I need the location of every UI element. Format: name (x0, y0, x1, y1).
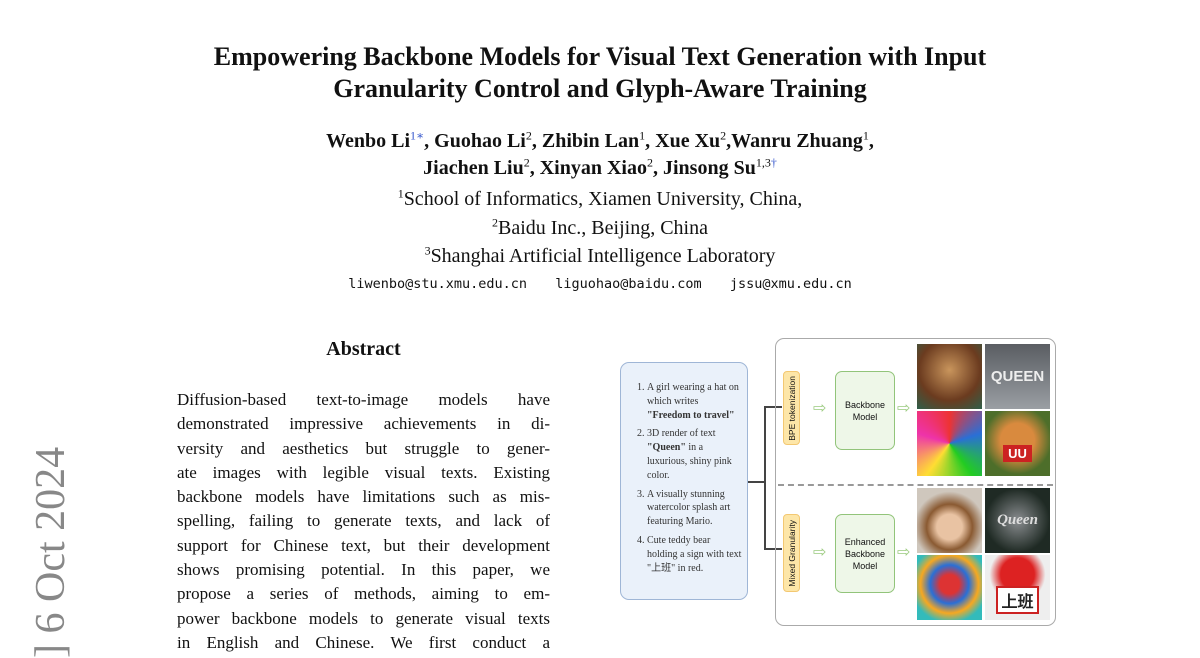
abstract-line: spelling, failing to generate texts, and… (177, 511, 550, 531)
abstract-line: support for Chinese text, but their deve… (177, 535, 550, 555)
enhanced-backbone-model-box: Enhanced Backbone Model (835, 514, 895, 593)
aff-text: Shanghai Artificial Intelligence Laborat… (430, 245, 776, 267)
connector (748, 481, 765, 483)
prompt-item: 3D render of text "Queen" in a luxurious… (647, 427, 743, 482)
divider (778, 484, 1053, 486)
image-mario-enhanced (917, 555, 982, 620)
author-sep: , (868, 130, 874, 152)
arxiv-stamp: ] 6 Oct 2024 (28, 446, 74, 658)
author-sup: 1,3 (755, 155, 771, 170)
image-queen-enhanced: Queen (985, 488, 1050, 553)
prompt-item: A visually stunning watercolor splash ar… (647, 488, 743, 529)
author-sup: 1 (862, 128, 869, 143)
backbone-model-box: Backbone Model (835, 371, 895, 450)
prompt-item: Cute teddy bear holding a sign with text… (647, 534, 743, 575)
author-list: Wenbo Li1∗, Guohao Li2, Zhibin Lan1, Xue… (0, 128, 1200, 182)
abstract-line: shows promising potential. In this paper… (177, 560, 550, 580)
author-sup: 2 (525, 128, 532, 143)
author-sup: 1∗ (410, 128, 425, 143)
box-label: Mixed Granularity (786, 519, 797, 587)
author: Jiachen Liu (423, 157, 524, 179)
abstract-line: in English and Chinese. We first conduct… (177, 632, 550, 652)
author-sup: 2 (720, 128, 727, 143)
abstract-line: ate images with legible visual texts. Ex… (177, 462, 550, 482)
image-teddy-baseline: UU (985, 411, 1050, 476)
author: , Xue Xu (645, 130, 721, 152)
prompt-item: A girl wearing a hat on which writes "Fr… (647, 381, 743, 422)
image-mario-baseline (917, 411, 982, 476)
prompt-list: A girl wearing a hat on which writes "Fr… (620, 362, 748, 600)
box-label: Backbone Model (844, 399, 886, 422)
arrow-right-icon: ⇨ (813, 398, 827, 417)
abstract-line: Diffusion-based text-to-image models hav… (177, 390, 550, 409)
author-sup: 2 (646, 155, 653, 170)
abstract-line: backbone models have limitations such as… (177, 487, 550, 507)
connector (764, 548, 782, 550)
abstract-heading: Abstract (326, 338, 401, 360)
abstract-line: versity and aesthetics but struggle to g… (177, 438, 550, 458)
box-label: BPE tokenization (786, 375, 797, 441)
image-text: QUEEN (990, 368, 1045, 385)
aff-text: Baidu Inc., Beijing, China (498, 216, 708, 239)
corresponding-mark: † (770, 155, 777, 170)
author-sup: 1 (639, 128, 646, 143)
prompt-bold: "Freedom to travel" (647, 409, 735, 421)
author: , Xinyan Xiao (529, 157, 647, 179)
author: ,Wanru Zhuang (726, 130, 863, 152)
author: , Jinsong Su (652, 157, 756, 179)
mixed-granularity-box: Mixed Granularity (783, 514, 800, 592)
abstract-line: demonstrated impressive achievements in … (177, 414, 550, 434)
author-sup: 2 (523, 155, 530, 170)
prompt-text: in a luxurious, shiny pink color. (647, 442, 732, 481)
emails: liwenbo@stu.xmu.edu.cn liguohao@baidu.co… (348, 276, 852, 292)
author: , Zhibin Lan (531, 130, 640, 152)
bpe-tokenization-box: BPE tokenization (783, 371, 800, 445)
image-girl-hat-baseline (917, 344, 982, 409)
abstract-line: propose a series of methods, aiming to e… (177, 584, 550, 604)
title-line-1: Empowering Backbone Models for Visual Te… (213, 42, 987, 71)
affiliation: 3Shanghai Artificial Intelligence Labora… (0, 242, 1200, 271)
author: Wenbo Li (326, 130, 410, 152)
author: , Guohao Li (424, 130, 526, 152)
image-text: Queen (997, 512, 1038, 528)
prompt-bold: "Queen" (647, 442, 686, 454)
image-queen-baseline: QUEEN (985, 344, 1050, 409)
affiliations: 1School of Informatics, Xiamen Universit… (0, 185, 1200, 271)
prompt-text: A girl wearing a hat on which writes (647, 382, 739, 407)
arrow-right-icon: ⇨ (897, 398, 911, 417)
aff-sup: 3 (424, 243, 431, 258)
prompt-text: Cute teddy bear holding a sign with text… (647, 534, 742, 574)
prompt-text: A visually stunning watercolor splash ar… (647, 488, 731, 528)
pipeline-panel (775, 338, 1056, 626)
image-girl-hat-enhanced (917, 488, 982, 553)
prompt-text: 3D render of text (647, 428, 716, 440)
abstract-body: Diffusion-based text-to-image models hav… (177, 388, 550, 655)
paper-title: Empowering Backbone Models for Visual Te… (0, 41, 1200, 105)
image-teddy-enhanced: 上班 (985, 555, 1050, 620)
box-label: Enhanced Backbone Model (844, 536, 886, 571)
title-line-2: Granularity Control and Glyph-Aware Trai… (333, 74, 867, 103)
aff-sup: 2 (492, 214, 498, 229)
arrow-right-icon: ⇨ (897, 542, 911, 561)
arrow-right-icon: ⇨ (813, 542, 827, 561)
connector (764, 406, 782, 408)
abstract-line: power backbone models to generate visual… (177, 608, 550, 628)
aff-text: School of Informatics, Xiamen University… (403, 188, 803, 210)
connector (764, 406, 766, 549)
affiliation: 2Baidu Inc., Beijing, China (0, 214, 1200, 243)
image-text: UU (1003, 445, 1032, 462)
affiliation: 1School of Informatics, Xiamen Universit… (0, 185, 1200, 214)
image-text: 上班 (996, 586, 1039, 614)
aff-sup: 1 (397, 186, 404, 201)
